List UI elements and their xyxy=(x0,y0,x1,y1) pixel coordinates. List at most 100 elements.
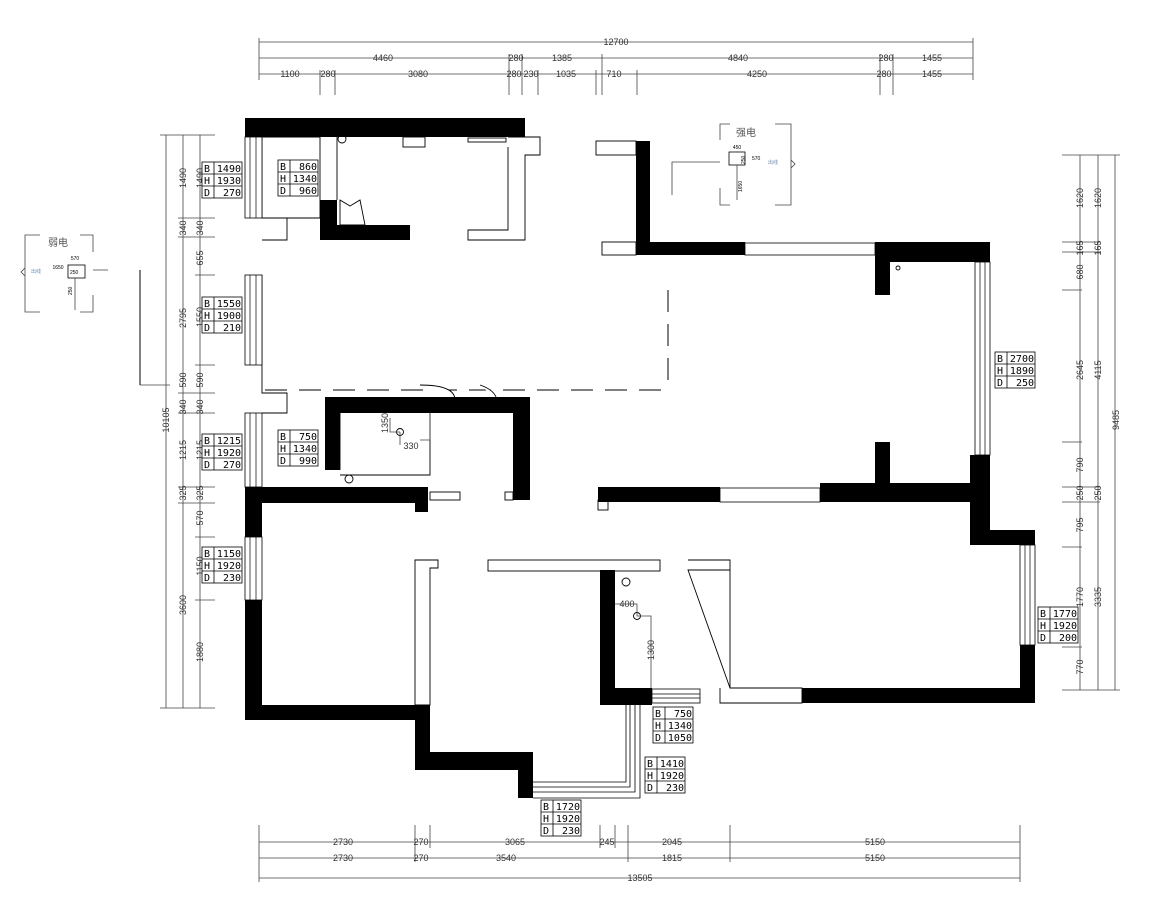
dim: 655 xyxy=(195,250,205,265)
weak-box-height: 250 xyxy=(70,270,79,276)
strong-box-width: 450 xyxy=(733,145,742,151)
spec-value-d: 250 xyxy=(1016,378,1034,389)
dim-1350: 1350 xyxy=(380,413,390,433)
spec-value-d: 990 xyxy=(299,456,317,467)
spec-value-b: 1770 xyxy=(1053,609,1077,620)
spec-value-b: 860 xyxy=(299,162,317,173)
spec-key: B xyxy=(280,162,286,173)
walls xyxy=(245,118,1035,798)
spec-value-h: 1340 xyxy=(293,174,317,185)
spec-key: H xyxy=(997,366,1003,377)
dim: 270 xyxy=(413,837,428,847)
dim: 1490 xyxy=(178,168,188,188)
spec-key: B xyxy=(543,802,549,813)
dim: 245 xyxy=(599,837,614,847)
strong-current-label: 强电 xyxy=(736,126,756,139)
dim: 280 xyxy=(506,69,521,79)
spec-key: D xyxy=(204,460,210,471)
spec-value-h: 1920 xyxy=(217,561,241,572)
spec-key: D xyxy=(204,323,210,334)
dim: 1455 xyxy=(922,53,942,63)
dim: 1490 xyxy=(195,168,205,188)
dim: 3065 xyxy=(505,837,525,847)
spec-key: D xyxy=(543,826,549,837)
strong-current-box: 强电 450 570 250 1650 出线 xyxy=(671,123,796,206)
spec-value-d: 270 xyxy=(223,188,241,199)
left-dimensions: 10105 1490340279559034012153253600149034… xyxy=(140,134,215,709)
dim: 1035 xyxy=(556,69,576,79)
spec-value-d: 960 xyxy=(299,186,317,197)
dim: 230 xyxy=(523,69,538,79)
weak-current-label: 弱电 xyxy=(48,236,68,249)
spec-value-b: 1490 xyxy=(217,164,241,175)
dim: 770 xyxy=(1075,659,1085,674)
spec-key: H xyxy=(280,444,286,455)
spec-value-d: 1050 xyxy=(668,733,692,744)
spec-value-d: 200 xyxy=(1059,633,1077,644)
spec-key: H xyxy=(204,448,210,459)
dim: 590 xyxy=(178,372,188,387)
strong-box-tag: 出线 xyxy=(768,159,778,166)
dim: 280 xyxy=(320,69,335,79)
spec-key: H xyxy=(204,311,210,322)
dim: 250 xyxy=(1093,485,1103,500)
weak-box-width: 570 xyxy=(71,256,80,262)
weak-current-box: 弱电 570 1650 250 250 出线 xyxy=(20,234,108,313)
spec-key: H xyxy=(280,174,286,185)
dim: 340 xyxy=(178,220,188,235)
spec-value-b: 2700 xyxy=(1010,354,1034,365)
dim-1300: 1300 xyxy=(646,640,656,660)
dim-330: 330 xyxy=(403,441,418,451)
spec-value-h: 1920 xyxy=(556,814,580,825)
dim: 4840 xyxy=(728,53,748,63)
dim: 590 xyxy=(195,372,205,387)
spec-key: H xyxy=(1040,621,1046,632)
spec-key: H xyxy=(647,771,653,782)
weak-box-vertical: 250 xyxy=(68,286,74,295)
dim: 340 xyxy=(195,399,205,414)
dim: 1215 xyxy=(195,440,205,460)
spec-key: H xyxy=(204,561,210,572)
spec-key: D xyxy=(1040,633,1046,644)
spec-value-h: 1930 xyxy=(217,176,241,187)
dim: 280 xyxy=(508,53,523,63)
dim: 4115 xyxy=(1093,360,1103,379)
spec-value-h: 1890 xyxy=(1010,366,1034,377)
dim-top-total: 12700 xyxy=(603,37,628,47)
dim-left-total: 10105 xyxy=(161,407,171,432)
spec-value-h: 1920 xyxy=(1053,621,1077,632)
spec-key: D xyxy=(647,783,653,794)
dim: 2730 xyxy=(333,837,353,847)
dim: 165 xyxy=(1093,240,1103,255)
partition-outlines xyxy=(261,134,901,706)
spec-key: B xyxy=(1040,609,1046,620)
zone-dashed-lines xyxy=(139,270,669,391)
dim: 2645 xyxy=(1075,360,1085,380)
dim: 2795 xyxy=(178,308,188,328)
dim: 280 xyxy=(876,69,891,79)
dim: 340 xyxy=(195,220,205,235)
spec-value-d: 230 xyxy=(562,826,580,837)
dim: 280 xyxy=(878,53,893,63)
spec-value-b: 750 xyxy=(299,432,317,443)
dim: 270 xyxy=(413,853,428,863)
dim: 2730 xyxy=(333,853,353,863)
dim: 1150 xyxy=(195,556,205,575)
dim: 1550 xyxy=(195,307,205,327)
dim: 1815 xyxy=(662,853,682,863)
spec-key: H xyxy=(543,814,549,825)
strong-box-offset: 570 xyxy=(752,156,761,162)
right-dimensions: 9485 16201656802645790250795177077016201… xyxy=(1062,154,1121,691)
dim: 3335 xyxy=(1093,587,1103,607)
spec-key: D xyxy=(280,186,286,197)
spec-value-h: 1340 xyxy=(293,444,317,455)
dim: 5150 xyxy=(865,853,885,863)
